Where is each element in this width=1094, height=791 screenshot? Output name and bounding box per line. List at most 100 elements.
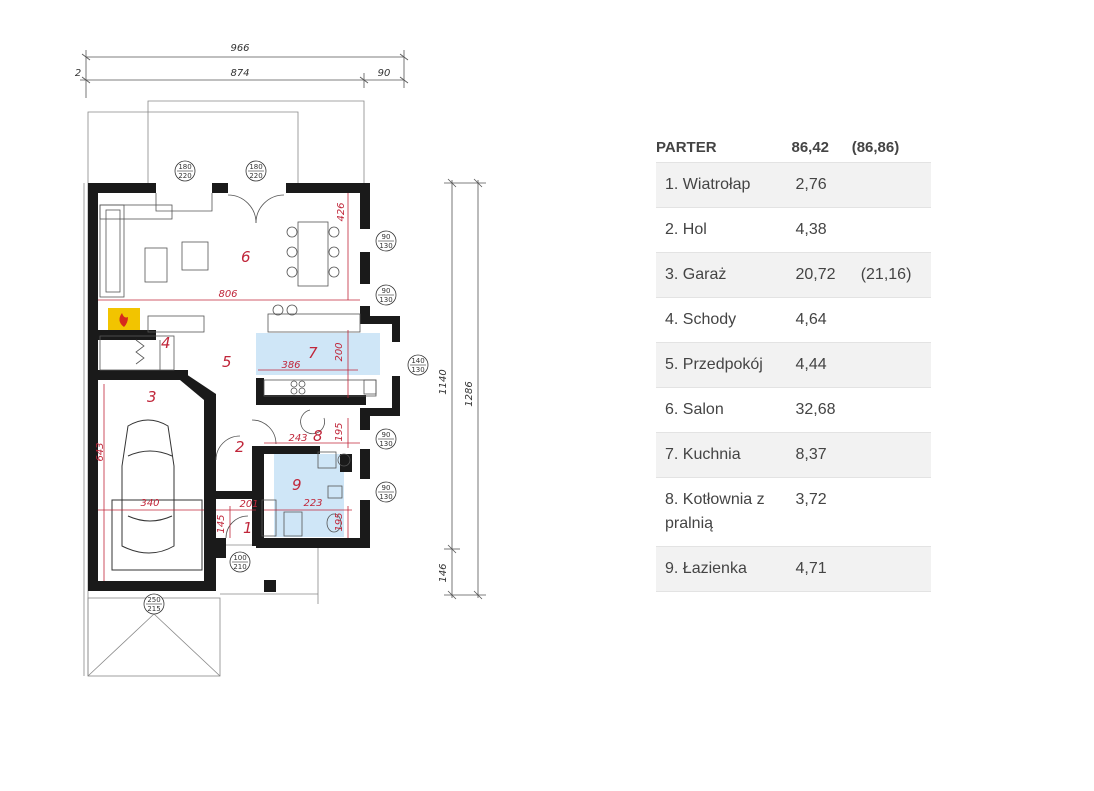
room-name: 6. Salon [656,387,792,433]
table-row: 1. Wiatrołap 2,76 [656,162,931,208]
svg-text:215: 215 [147,605,160,613]
room-area: 3,72 [791,477,852,547]
dim-right-width: 90 [378,68,391,79]
table-row: 5. Przedpokój 4,44 [656,342,931,388]
svg-text:130: 130 [379,242,392,250]
room-name: 8. Kotłownia z pralnią [656,477,792,547]
svg-text:130: 130 [379,296,392,304]
svg-text:180: 180 [178,163,191,171]
svg-text:220: 220 [178,172,191,180]
dim-bath-depth: 195 [334,512,345,531]
dim-boiler-depth: 195 [334,422,345,441]
svg-text:90: 90 [382,484,391,492]
room-number-2: 2 [235,438,245,456]
furniture [99,193,377,539]
room-area-extra [851,162,931,208]
room-area: 2,76 [791,162,852,208]
table-row: 7. Kuchnia 8,37 [656,432,931,478]
room-area-extra [851,432,931,478]
opening-window-boiler: 90 130 [375,428,397,450]
room-name: 1. Wiatrołap [656,162,792,208]
driveway [87,544,319,677]
top-dimensions [80,50,409,98]
room-area: 4,71 [791,546,852,592]
room-name: 7. Kuchnia [656,432,792,478]
room-number-7: 7 [308,344,318,362]
dim-salon-depth: 426 [336,202,347,221]
bathroom-fill [274,454,344,537]
dim-garage-depth: 643 [95,442,106,461]
room-area-table: PARTER 86,42 (86,86) 1. Wiatrołap 2,76 2… [656,134,931,592]
room-area-extra [851,297,931,343]
floor-area: 86,42 [791,134,852,163]
terrace [83,100,365,676]
room-area: 4,44 [791,342,852,388]
dim-main-width: 874 [230,68,249,79]
dim-bath-width: 223 [303,498,322,509]
room-area-extra: (21,16) [851,252,931,298]
room-number-1: 1 [243,519,253,537]
room-area-extra [851,387,931,433]
car-icon [111,419,203,571]
dim-garage-width: 340 [140,498,159,509]
floor-name: PARTER [656,134,792,163]
room-number-6: 6 [241,248,251,266]
table-row: 9. Łazienka 4,71 [656,546,931,592]
svg-text:140: 140 [411,357,424,365]
dim-kitchen-depth: 200 [334,342,345,361]
opening-window-kitchen: 140 130 [407,354,429,376]
table-row: 2. Hol 4,38 [656,207,931,253]
room-name: 2. Hol [656,207,792,253]
room-area: 8,37 [791,432,852,478]
room-name: 3. Garaż [656,252,792,298]
opening-entry-door: 100 210 [229,551,251,573]
svg-text:180: 180 [249,163,262,171]
flame-icon [119,313,128,327]
dim-entry-depth: 145 [216,514,227,533]
svg-text:210: 210 [233,563,246,571]
right-dimensions [444,178,486,600]
table-row: 6. Salon 32,68 [656,387,931,433]
dim-left-offset: 2 [75,68,81,79]
room-area: 4,38 [791,207,852,253]
room-number-4: 4 [161,334,171,352]
dim-inner-height: 1140 [438,369,449,394]
room-number-3: 3 [147,388,157,406]
table-row: 8. Kotłownia z pralnią 3,72 [656,477,931,547]
dim-total-width: 966 [230,43,249,54]
svg-text:90: 90 [382,287,391,295]
room-area: 4,64 [791,297,852,343]
room-name: 9. Łazienka [656,546,792,592]
svg-text:90: 90 [382,233,391,241]
opening-garage-door: 250 215 [143,593,165,615]
svg-text:130: 130 [379,493,392,501]
svg-text:90: 90 [382,431,391,439]
opening-window-salon-2: 90 130 [375,284,397,306]
svg-text:130: 130 [411,366,424,374]
dim-bottom-offset: 146 [438,563,449,582]
room-name: 5. Przedpokój [656,342,792,388]
opening-terrace-door-2: 180 220 [245,160,267,182]
room-area-extra [851,342,931,388]
svg-text:250: 250 [147,596,160,604]
dim-hall-width: 201 [239,499,258,510]
dim-outer-height: 1286 [464,381,475,406]
table-header-row: PARTER 86,42 (86,86) [656,134,931,163]
walls [88,183,400,592]
floor-plan: 966 2 874 90 1140 1286 146 [75,43,486,677]
table-row: 3. Garaż 20,72 (21,16) [656,252,931,298]
room-number-9: 9 [292,476,302,494]
svg-text:100: 100 [233,554,246,562]
room-area: 32,68 [791,387,852,433]
dim-boiler-width: 243 [288,433,307,444]
inner-dimension-lines [98,193,360,581]
dim-salon-width: 806 [218,289,237,300]
room-area-extra [851,546,931,592]
table-row: 4. Schody 4,64 [656,297,931,343]
opening-window-bath: 90 130 [375,481,397,503]
opening-terrace-door-1: 180 220 [174,160,196,182]
kitchen-fill [256,333,380,375]
opening-window-salon-1: 90 130 [375,230,397,252]
floor-area-extra: (86,86) [851,134,931,163]
dim-kitchen-width: 386 [281,360,300,371]
